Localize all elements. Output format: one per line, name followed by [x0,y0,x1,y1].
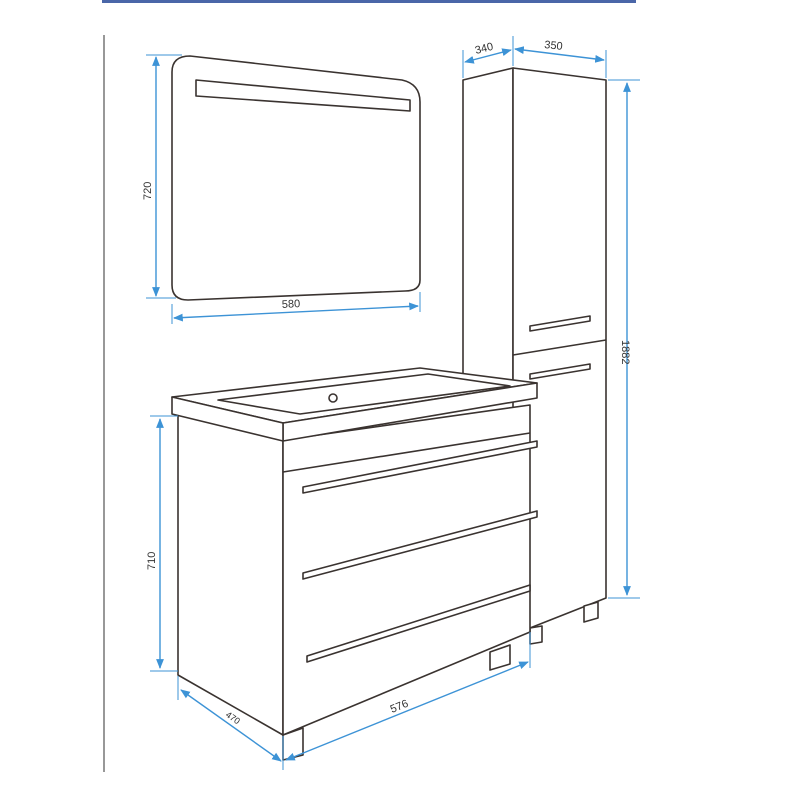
cabinet-height-dimension: 1882 [608,79,640,599]
mirror-width-label: 580 [282,298,301,311]
vanity-height-dimension: 710 [146,415,178,672]
cabinet-width-label: 350 [544,39,564,53]
vanity-width-label: 576 [389,698,411,716]
basin [217,373,511,415]
mirror-width-dimension: 580 [171,292,421,324]
drain [328,393,338,403]
vanity-height-label: 710 [146,552,158,570]
tall-cabinet [462,67,607,645]
vanity-unit [171,367,538,761]
drawer-handle [306,584,531,663]
countertop-side [171,396,284,442]
cabinet-door-split [512,339,607,356]
header-bar [102,0,636,3]
mirror-light-strip [195,79,411,112]
mirror-height-label: 720 [142,182,154,200]
cabinet-depth-dimension: 340 [462,36,514,78]
cabinet-width-dimension: 350 [514,39,607,78]
vanity-width-dimension: 576 [285,632,531,761]
drawer-handle [302,510,538,580]
cabinet-handle-upper [529,315,591,332]
cabinet-leg [529,625,543,645]
cabinet-depth-label: 340 [474,41,495,57]
mirror-height-dimension: 720 [142,54,182,299]
vanity-depth-label: 470 [224,709,242,726]
mirror [171,55,421,301]
vanity-side [177,413,284,736]
cabinet-handle-lower [529,363,591,380]
vanity-leg [489,644,511,671]
drawer-handle [302,440,538,494]
cabinet-leg [583,601,599,623]
cabinet-height-label: 1882 [619,340,631,364]
